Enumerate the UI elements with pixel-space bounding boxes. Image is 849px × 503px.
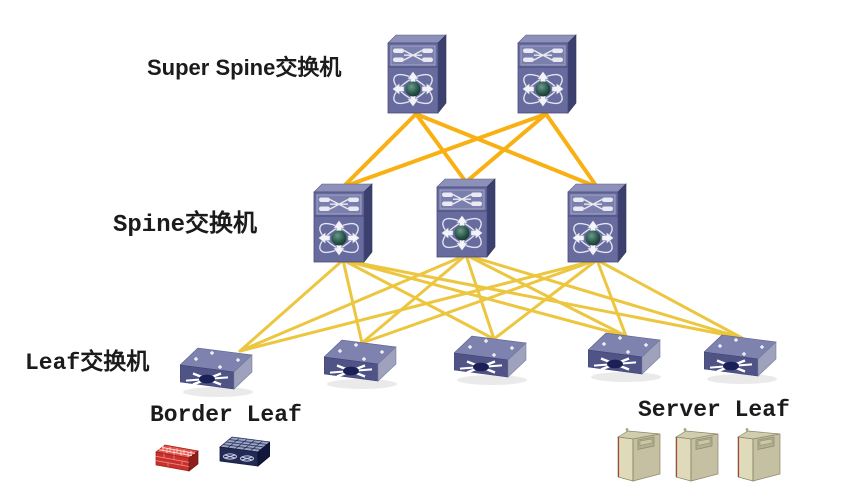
spine-to-leaf-link — [595, 258, 628, 338]
spine-to-leaf-link — [492, 258, 599, 341]
superspine-to-spine-link — [464, 112, 548, 184]
spine-to-leaf-link — [341, 258, 628, 338]
leaf-layer-label: Leaf交换机 — [25, 350, 150, 376]
spine-to-leaf-link — [238, 258, 345, 353]
super-spine-switch-2-icon — [516, 33, 578, 115]
leaf-switch-5-icon — [703, 333, 784, 385]
spine-to-leaf-link — [360, 253, 468, 345]
spine-to-leaf-link — [464, 253, 496, 341]
superspine-to-spine-link — [414, 112, 599, 189]
leaf-switch-3-icon — [453, 334, 534, 386]
border-leaf-firewall-icon — [152, 442, 200, 474]
superspine-to-spine-link — [341, 112, 548, 189]
superspine-to-spine-link — [414, 112, 468, 184]
super-spine-switch-1-icon — [386, 33, 448, 115]
spine-switch-3-icon — [566, 182, 628, 264]
spine-to-leaf-link — [341, 258, 744, 340]
spine-to-leaf-link — [464, 253, 744, 340]
spine-switch-2-icon — [435, 177, 497, 259]
superspine-to-spine-link — [544, 112, 599, 189]
border-leaf-switch-icon — [216, 435, 271, 473]
server-leaf-server-2-icon — [672, 427, 724, 483]
server-leaf-server-1-icon — [614, 427, 666, 483]
spine-to-leaf-link — [238, 253, 468, 353]
leaf-switch-4-icon — [587, 331, 668, 383]
leaf-switch-2-icon — [323, 338, 404, 390]
server-leaf-server-3-icon — [734, 427, 786, 483]
superspine-to-spine-link — [341, 112, 418, 189]
spine-switch-1-icon — [312, 182, 374, 264]
server-leaf-group-label: Server Leaf — [638, 397, 790, 423]
border-leaf-group-label: Border Leaf — [150, 402, 302, 428]
spine-to-leaf-link — [595, 258, 744, 340]
leaf-switch-1-icon — [179, 346, 260, 398]
spine-to-leaf-link — [360, 258, 599, 345]
spine-to-leaf-link — [464, 253, 628, 338]
spine-to-leaf-link — [341, 258, 364, 345]
spine-to-leaf-link — [238, 258, 599, 353]
super-spine-layer-label: Super Spine交换机 — [147, 55, 342, 80]
spine-layer-label: Spine交换机 — [113, 212, 258, 239]
spine-to-leaf-link — [341, 258, 496, 341]
